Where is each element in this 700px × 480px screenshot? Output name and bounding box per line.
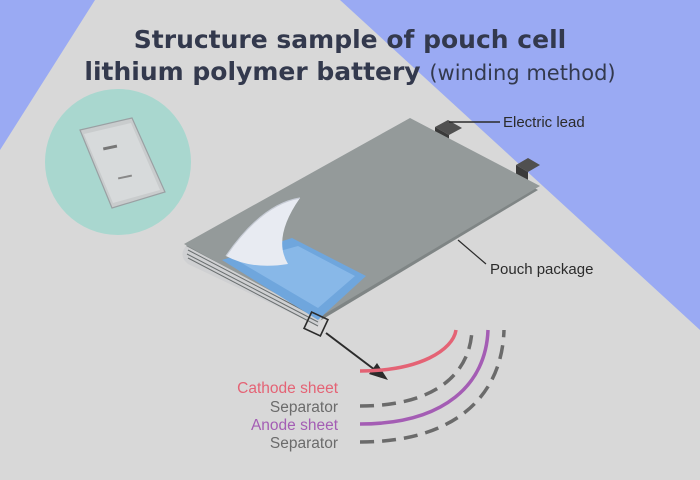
separator-label-1: Separator [270,399,338,416]
layer-curves [359,329,506,444]
cathode-curve [359,329,458,373]
anode-label: Anode sheet [251,417,339,434]
cathode-label: Cathode sheet [237,380,339,397]
battery-photo-icon [45,89,191,235]
electric-lead-label: Electric lead [503,114,585,131]
title-main: lithium polymer battery [84,57,421,86]
separator-curve-1 [359,329,474,408]
title-method: (winding method) [429,61,616,85]
pouch-cell [182,118,540,338]
title-line-2: lithium polymer battery (winding method) [0,56,700,89]
pouch-package-leader [457,239,487,265]
separator-curve-2 [359,329,506,444]
pouch-package-label: Pouch package [490,261,593,278]
page-title: Structure sample of pouch cell lithium p… [0,24,700,89]
separator-label-2: Separator [270,435,338,452]
title-line-1: Structure sample of pouch cell [133,25,567,54]
anode-curve [359,329,490,426]
background-corner [0,0,95,150]
